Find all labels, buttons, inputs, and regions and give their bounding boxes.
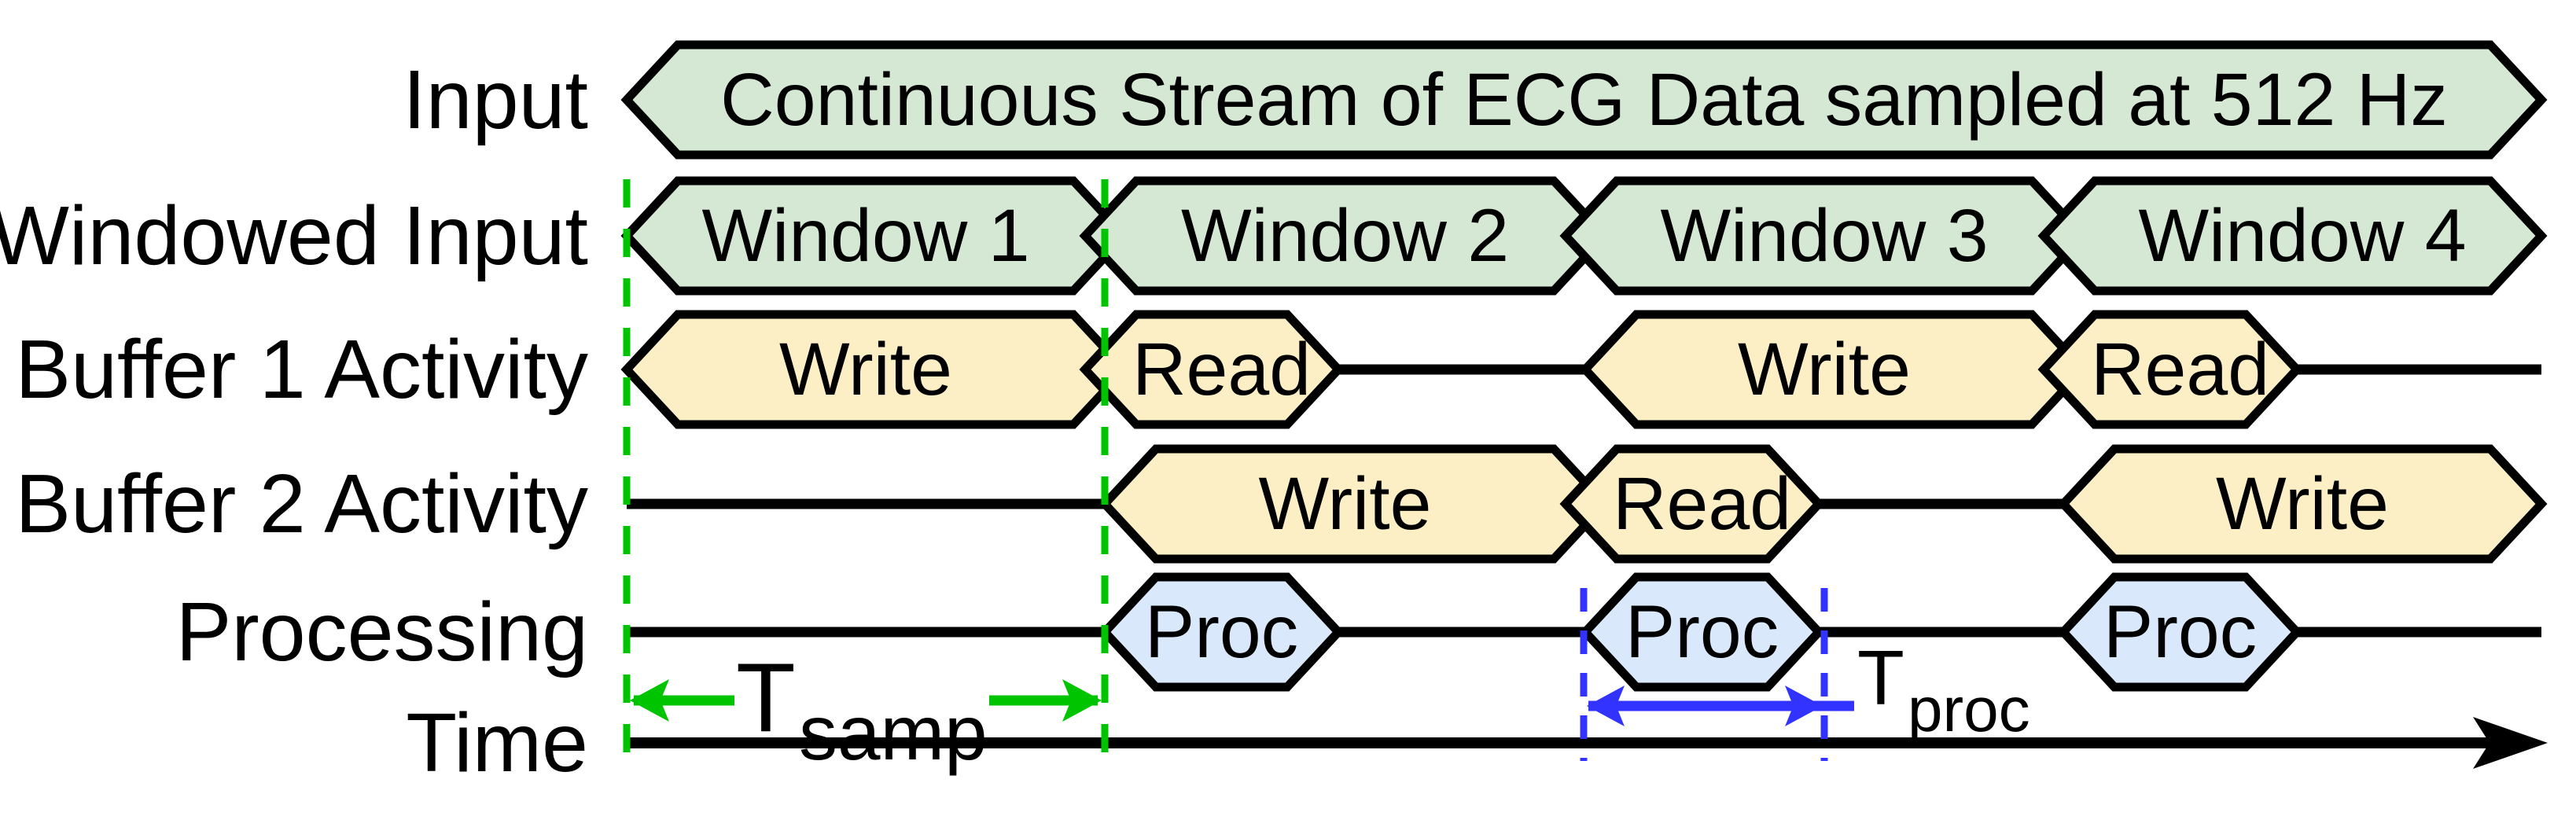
row-processing: Proc Proc Proc Processing [176,572,2541,692]
hex-shape [2037,176,2548,296]
row-time: Time [406,697,2548,789]
t-samp-arrowhead-right [1062,679,1102,722]
hex-label: Proc [1145,590,1298,674]
hex-label: Write [779,328,952,411]
hex-continuous-stream-of-ecg-data-sampled-at-512-hz-input-0: Continuous Stream of ECG Data sampled at… [620,40,2548,160]
row-buffer-1-activity: Write Read Write Read Buffer 1 Activity [15,310,2541,429]
t-proc-arrowhead-left [1587,686,1625,726]
hex-label: Proc [1625,590,1779,674]
hex-write-buffer-2-activity-2: Write [2057,444,2548,564]
hex-shape [2037,310,2303,429]
row-label-buffer-1-activity: Buffer 1 Activity [15,323,588,416]
hex-label: Read [1613,462,1791,546]
hex-window-4-windowed-input-3: Window 4 [2037,176,2548,296]
hex-label: Read [2091,328,2269,411]
hex-window-1-windowed-input-0: Window 1 [620,176,1131,296]
hex-label: Write [1738,328,1911,411]
hex-read-buffer-1-activity-1: Read [1079,310,1345,429]
hex-label: Window 2 [1181,194,1509,278]
t-proc-arrowhead-right [1785,686,1823,726]
hex-label: Window 4 [2138,194,2466,278]
t-proc-label: T [1857,634,1904,721]
hex-label: Window 3 [1660,194,1988,278]
hex-shape [1559,444,1825,564]
time-axis-arrowhead [2473,717,2548,769]
hex-shape [1579,572,1825,692]
hex-write-buffer-2-activity-0: Write [1098,444,1611,564]
hex-write-buffer-1-activity-2: Write [1579,310,2089,429]
row-label-input: Input [403,53,588,146]
hex-write-buffer-1-activity-0: Write [620,310,1131,429]
hex-proc-processing-2: Proc [2057,572,2303,692]
row-buffer-2-activity: Write Read Write Buffer 2 Activity [15,444,2548,564]
row-windowed-input: Window 1 Window 2 Window 3 Window 4 Windowed… [0,176,2548,296]
hex-label: Continuous Stream of ECG Data sampled at… [720,58,2448,142]
hex-read-buffer-2-activity-1: Read [1559,444,1825,564]
row-input: Continuous Stream of ECG Data sampled at… [403,40,2548,160]
hex-shape [1098,572,1345,692]
hex-window-3-windowed-input-2: Window 3 [1559,176,2089,296]
t-proc-label-subscript: proc [1908,674,2030,744]
hex-shape [2057,444,2548,564]
hex-window-2-windowed-input-1: Window 2 [1079,176,1611,296]
t-samp-label: T [736,644,796,752]
row-label-time: Time [406,697,588,789]
hex-label: Window 1 [701,194,1029,278]
hex-label: Proc [2103,590,2257,674]
hex-label: Write [2216,462,2389,546]
hex-label: Write [1259,462,1432,546]
hex-read-buffer-1-activity-3: Read [2037,310,2303,429]
row-label-processing: Processing [176,586,588,678]
hex-proc-processing-0: Proc [1098,572,1345,692]
hex-shape [620,40,2548,160]
hex-label: Read [1132,328,1311,411]
t-samp-arrowhead-left [630,679,669,722]
hex-shape [2057,572,2303,692]
hex-shape [1079,310,1345,429]
t-samp-label-subscript: samp [799,689,988,776]
hex-proc-processing-1: Proc [1579,572,1825,692]
row-label-windowed-input: Windowed Input [0,189,588,282]
row-label-buffer-2-activity: Buffer 2 Activity [15,458,588,550]
